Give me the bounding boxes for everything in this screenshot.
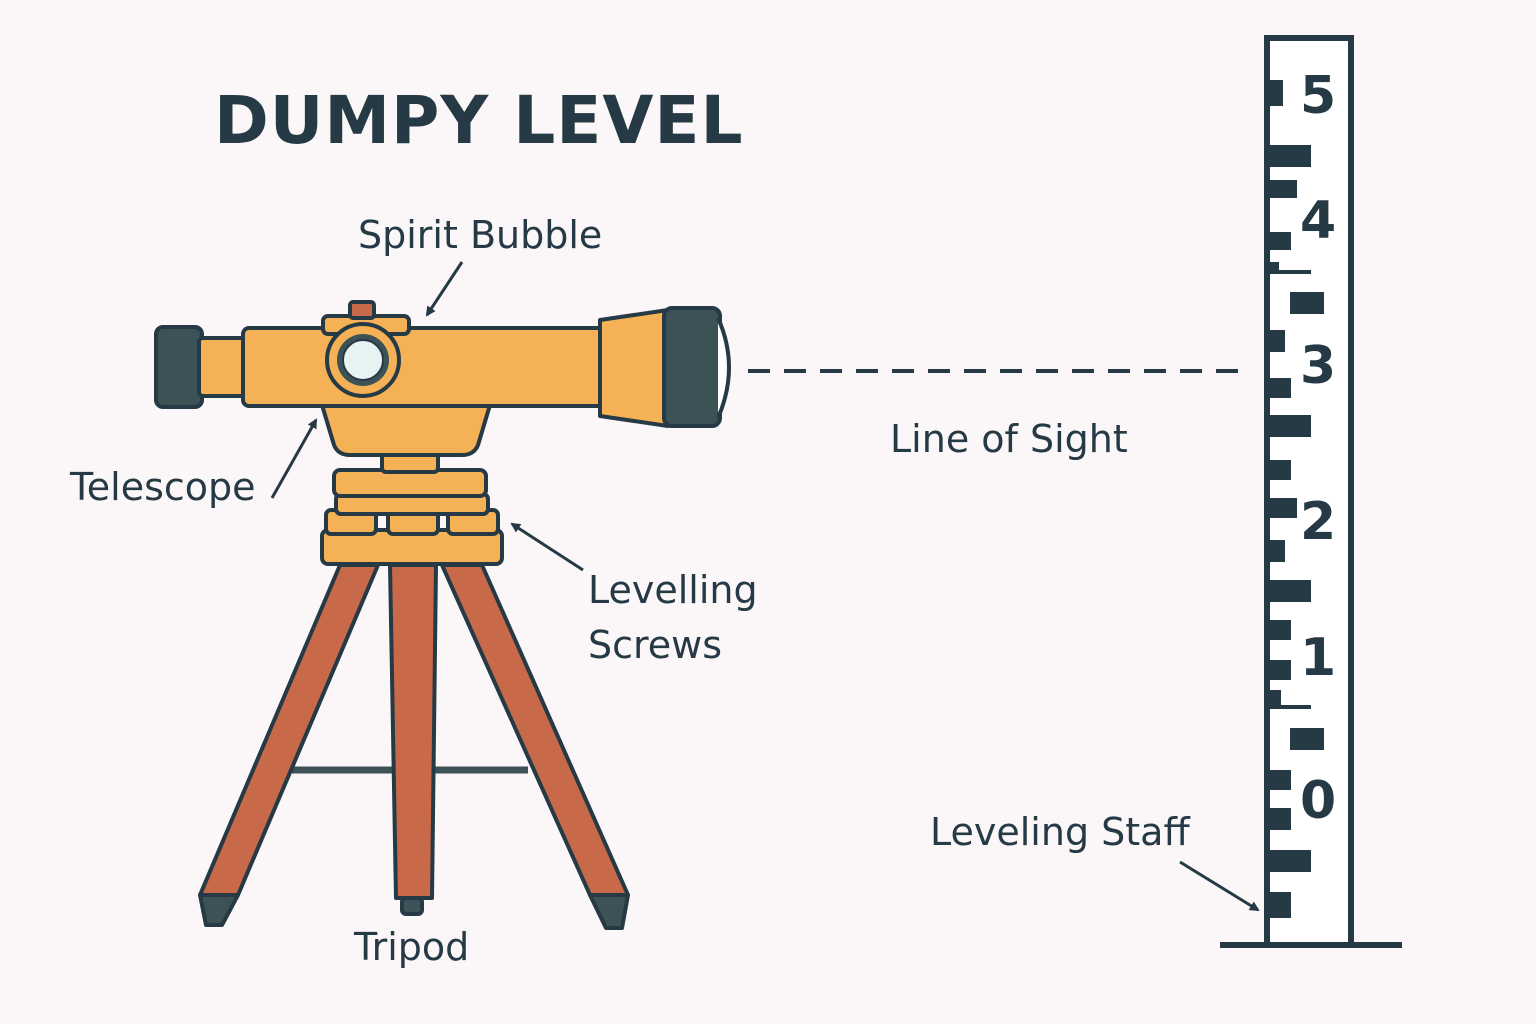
staff-tick <box>1267 180 1297 198</box>
staff-tick <box>1267 145 1311 167</box>
staff-number-4: 4 <box>1300 191 1337 251</box>
arrow-leveling-staff <box>1179 860 1260 912</box>
staff-tick <box>1267 232 1291 250</box>
staff-tick <box>1267 498 1297 518</box>
label-tripod: Tripod <box>354 925 470 969</box>
staff-tick <box>1267 378 1291 398</box>
staff-tick <box>1267 540 1285 562</box>
arrow-spirit-bubble <box>425 261 464 317</box>
label-levelling-screws-line2: Screws <box>588 623 723 667</box>
leveling-staff <box>1220 35 1402 948</box>
tripod-foot-right <box>588 893 630 930</box>
telescope <box>154 300 731 428</box>
staff-tick <box>1267 460 1291 480</box>
staff-tick <box>1267 620 1291 640</box>
bubble-glass <box>342 339 384 381</box>
tripod-leg-center <box>388 563 438 900</box>
arrow-levelling-screws <box>510 522 584 572</box>
label-leveling-staff: Leveling Staff <box>930 810 1190 854</box>
staff-tick <box>1267 415 1311 437</box>
staff-number-1: 1 <box>1300 628 1337 688</box>
staff-tick <box>1290 728 1324 750</box>
label-spirit-bubble: Spirit Bubble <box>358 213 603 257</box>
diagram-title: DUMPY LEVEL <box>214 82 744 159</box>
label-telescope: Telescope <box>70 465 256 509</box>
eyepiece-tube <box>197 336 249 398</box>
tripod <box>198 563 630 930</box>
staff-ticks <box>1267 80 1324 918</box>
staff-tick <box>1267 330 1285 352</box>
staff-tick <box>1267 892 1291 918</box>
staff-tick <box>1290 292 1324 314</box>
tripod-foot-center <box>400 896 424 916</box>
objective-flare <box>598 308 670 428</box>
label-line-of-sight: Line of Sight <box>890 417 1128 461</box>
staff-tick <box>1267 850 1311 872</box>
staff-number-5: 5 <box>1300 66 1337 126</box>
staff-tick <box>1267 270 1311 274</box>
staff-tick <box>1267 705 1311 709</box>
leader-arrows <box>270 261 1260 912</box>
staff-number-3: 3 <box>1300 336 1337 396</box>
telescope-barrel <box>241 326 607 408</box>
telescope-mount <box>320 403 492 457</box>
levelling-head <box>320 403 504 566</box>
label-levelling-screws-line1: Levelling <box>588 568 758 612</box>
tripod-leg-left <box>198 563 380 897</box>
staff-number-2: 2 <box>1300 492 1337 552</box>
staff-tick <box>1267 770 1291 790</box>
staff-tick <box>1267 660 1291 680</box>
staff-tick <box>1267 690 1281 708</box>
eyepiece-cap <box>154 325 204 409</box>
bubble-knob <box>348 300 376 320</box>
staff-tick <box>1267 580 1311 602</box>
arrow-telescope <box>270 418 318 499</box>
tripod-foot-left <box>198 893 240 927</box>
staff-number-0: 0 <box>1300 771 1337 831</box>
staff-tick <box>1267 808 1291 830</box>
staff-tick <box>1267 80 1283 106</box>
objective-lens <box>716 317 731 419</box>
objective-cap <box>662 306 722 428</box>
staff-tick <box>1267 262 1279 272</box>
